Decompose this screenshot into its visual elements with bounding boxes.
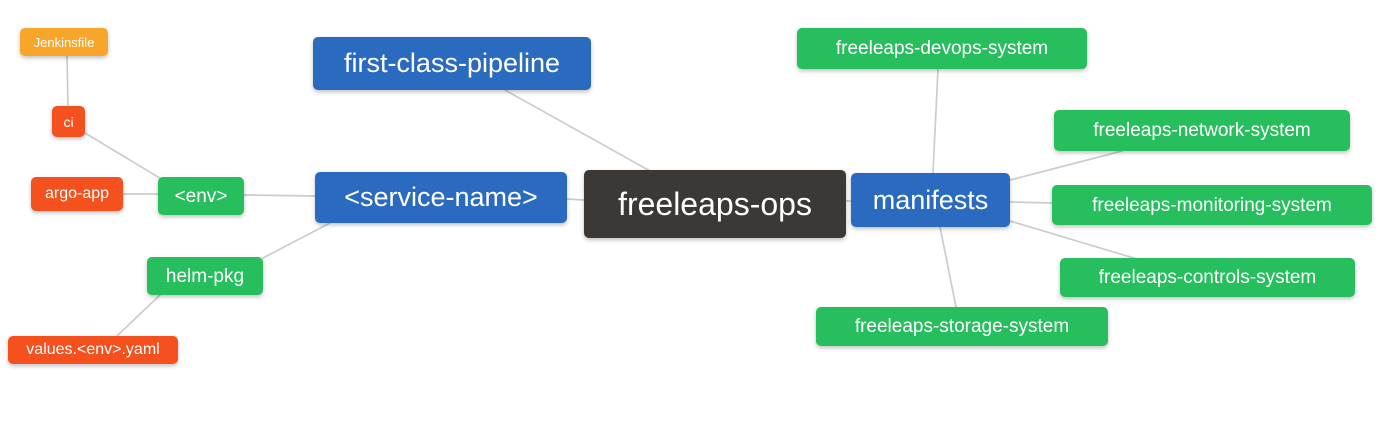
node-storage-system[interactable]: freeleaps-storage-system: [816, 307, 1108, 346]
node-label: ci: [63, 113, 74, 130]
node-label: argo-app: [44, 185, 110, 202]
edge-env-to-service-name: [243, 194, 316, 197]
node-label: Jenkinsfile: [33, 34, 95, 50]
edge-service-name-to-freeleaps-ops: [566, 198, 585, 201]
node-label: freeleaps-network-system: [1093, 120, 1311, 141]
node-label: first-class-pipeline: [343, 48, 561, 78]
edge-manifests-to-monitoring-system: [1009, 201, 1053, 204]
node-controls-system[interactable]: freeleaps-controls-system: [1060, 258, 1355, 297]
node-label: manifests: [872, 184, 989, 215]
node-manifests[interactable]: manifests: [851, 173, 1010, 227]
node-freeleaps-ops[interactable]: freeleaps-ops: [584, 170, 846, 238]
edge-helm-pkg-to-values-env-yaml: [116, 294, 161, 337]
node-ci[interactable]: ci: [52, 106, 85, 137]
node-argo-app[interactable]: argo-app: [31, 177, 123, 211]
node-label: freeleaps-monitoring-system: [1092, 194, 1332, 216]
edge-manifests-to-storage-system: [939, 226, 957, 308]
edge-service-name-to-helm-pkg: [262, 222, 331, 259]
edge-manifests-to-devops-system: [932, 68, 939, 174]
node-devops-system[interactable]: freeleaps-devops-system: [797, 28, 1087, 69]
node-label: values.<env>.yaml: [26, 341, 160, 358]
node-env[interactable]: <env>: [158, 177, 244, 215]
node-first-class-pipeline[interactable]: first-class-pipeline: [313, 37, 591, 90]
edge-first-class-pipeline-to-freeleaps-ops: [504, 89, 651, 172]
node-helm-pkg[interactable]: helm-pkg: [147, 257, 263, 295]
node-service-name[interactable]: <service-name>: [315, 172, 567, 223]
node-label: helm-pkg: [165, 265, 245, 287]
node-label: freeleaps-storage-system: [854, 316, 1070, 337]
edge-ci-to-env: [84, 132, 164, 181]
edge-jenkinsfile-to-ci: [66, 55, 69, 107]
node-label: freeleaps-devops-system: [835, 38, 1049, 59]
node-label: <env>: [174, 185, 228, 207]
edge-manifests-to-network-system: [1009, 150, 1123, 181]
node-monitoring-system[interactable]: freeleaps-monitoring-system: [1052, 185, 1372, 225]
node-label: freeleaps-ops: [618, 186, 812, 222]
node-label: <service-name>: [344, 182, 538, 212]
node-label: freeleaps-controls-system: [1098, 267, 1317, 288]
node-values-env-yaml[interactable]: values.<env>.yaml: [8, 336, 178, 364]
edge-manifests-to-controls-system: [1009, 220, 1138, 260]
node-network-system[interactable]: freeleaps-network-system: [1054, 110, 1350, 151]
node-jenkinsfile[interactable]: Jenkinsfile: [20, 28, 108, 56]
